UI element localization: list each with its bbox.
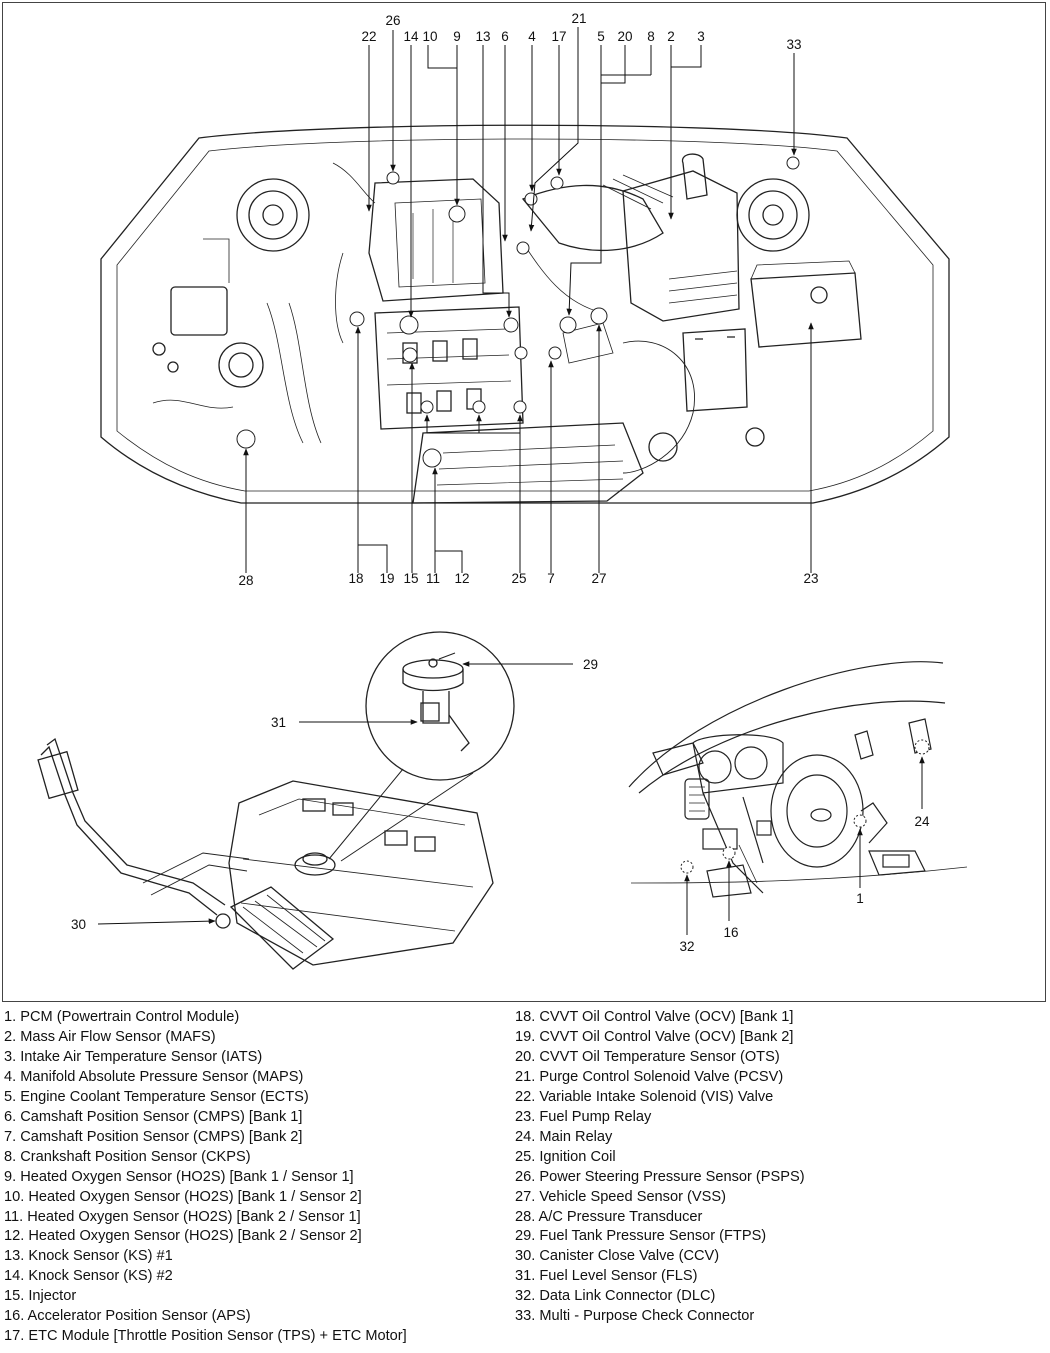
fuel-tank-illustration	[37, 631, 515, 970]
legend-item: 4. Manifold Absolute Pressure Sensor (MA…	[4, 1068, 304, 1085]
callout-25: 25	[511, 571, 526, 586]
callout-11: 11	[426, 571, 440, 586]
engine-location-markers	[236, 156, 800, 468]
legend-item: 21. Purge Control Solenoid Valve (PCSV)	[515, 1068, 784, 1085]
legend-item: 29. Fuel Tank Pressure Sensor (FTPS)	[515, 1228, 767, 1245]
legend-item: 28. A/C Pressure Transducer	[515, 1208, 703, 1225]
engine-callouts-top: 26 22 14 10 9 13 6 4 17 21 5 20 8 2 3 33	[361, 11, 801, 52]
cabin-leader-lines	[684, 756, 925, 935]
legend-item: 11. Heated Oxygen Sensor (HO2S) [Bank 2 …	[4, 1208, 361, 1225]
legend-item: 17. ETC Module [Throttle Position Sensor…	[4, 1328, 407, 1345]
callout-32: 32	[679, 939, 694, 954]
legend-item: 9. Heated Oxygen Sensor (HO2S) [Bank 1 /…	[4, 1168, 354, 1185]
diagram-svg: 26 22 14 10 9 13 6 4 17 21 5 20 8 2 3 33…	[37, 11, 968, 970]
callout-27: 27	[591, 571, 606, 586]
component-legend: 1. PCM (Powertrain Control Module) 2. Ma…	[4, 1008, 1044, 1348]
callout-21: 21	[571, 11, 586, 26]
callout-22: 22	[361, 29, 376, 44]
callout-23: 23	[803, 571, 818, 586]
legend-column-left: 1. PCM (Powertrain Control Module) 2. Ma…	[4, 1008, 504, 1347]
callout-10: 10	[422, 29, 437, 44]
legend-item: 20. CVVT Oil Temperature Sensor (OTS)	[515, 1048, 780, 1065]
callout-20: 20	[617, 29, 632, 44]
legend-item: 16. Accelerator Position Sensor (APS)	[4, 1308, 251, 1325]
callout-8: 8	[647, 29, 655, 44]
legend-item: 26. Power Steering Pressure Sensor (PSPS…	[515, 1168, 805, 1185]
callout-16: 16	[723, 925, 738, 940]
callout-28: 28	[238, 573, 253, 588]
legend-item: 6. Camshaft Position Sensor (CMPS) [Bank…	[4, 1108, 303, 1125]
callout-24: 24	[914, 814, 930, 829]
legend-item: 27. Vehicle Speed Sensor (VSS)	[515, 1188, 726, 1205]
callout-14: 14	[403, 29, 419, 44]
legend-item: 5. Engine Coolant Temperature Sensor (EC…	[4, 1088, 309, 1105]
component-location-figure: 26 22 14 10 9 13 6 4 17 21 5 20 8 2 3 33…	[2, 2, 1046, 1002]
cabin-callouts: 24 1 16 32	[679, 814, 930, 954]
legend-item: 30. Canister Close Valve (CCV)	[515, 1248, 720, 1265]
callout-13: 13	[475, 29, 490, 44]
legend-item: 8. Crankshaft Position Sensor (CKPS)	[4, 1148, 251, 1165]
callout-2: 2	[667, 29, 675, 44]
legend-item: 18. CVVT Oil Control Valve (OCV) [Bank 1…	[515, 1009, 794, 1025]
legend-item: 7. Camshaft Position Sensor (CMPS) [Bank…	[4, 1128, 303, 1145]
legend-item: 2. Mass Air Flow Sensor (MAFS)	[4, 1028, 216, 1045]
callout-1: 1	[856, 891, 864, 906]
legend-item: 24. Main Relay	[515, 1128, 613, 1145]
callout-12: 12	[454, 571, 469, 586]
legend-item: 15. Injector	[4, 1288, 77, 1305]
cabin-location-markers	[680, 739, 930, 874]
legend-item: 31. Fuel Level Sensor (FLS)	[515, 1268, 698, 1285]
legend-item: 13. Knock Sensor (KS) #1	[4, 1248, 173, 1265]
legend-item: 22. Variable Intake Solenoid (VIS) Valve	[515, 1088, 774, 1105]
callout-18: 18	[348, 571, 363, 586]
legend-item: 23. Fuel Pump Relay	[515, 1108, 652, 1125]
legend-item: 32. Data Link Connector (DLC)	[515, 1288, 716, 1305]
legend-item: 12. Heated Oxygen Sensor (HO2S) [Bank 2 …	[4, 1228, 362, 1245]
engine-callouts-bottom: 28 18 19 15 11 12 25 7 27 23	[238, 571, 818, 588]
legend-item: 25. Ignition Coil	[515, 1148, 616, 1165]
callout-17: 17	[551, 29, 566, 44]
callout-19: 19	[379, 571, 394, 586]
callout-9: 9	[453, 29, 461, 44]
callout-31: 31	[271, 715, 286, 730]
legend-item: 10. Heated Oxygen Sensor (HO2S) [Bank 1 …	[4, 1188, 362, 1205]
legend-item: 1. PCM (Powertrain Control Module)	[4, 1009, 240, 1025]
callout-29: 29	[583, 657, 598, 672]
callout-26: 26	[385, 13, 400, 28]
legend-item: 3. Intake Air Temperature Sensor (IATS)	[4, 1048, 263, 1065]
fuel-callouts: 29 31 30	[71, 657, 598, 932]
callout-7: 7	[547, 571, 555, 586]
callout-33: 33	[786, 37, 801, 52]
engine-leader-lines	[243, 27, 814, 573]
callout-5: 5	[597, 29, 605, 44]
engine-bay-illustration	[100, 124, 950, 504]
callout-30: 30	[71, 917, 86, 932]
fuel-leader-lines	[97, 661, 573, 925]
legend-item: 19. CVVT Oil Control Valve (OCV) [Bank 2…	[515, 1028, 794, 1045]
legend-item: 14. Knock Sensor (KS) #2	[4, 1268, 173, 1285]
legend-item: 33. Multi - Purpose Check Connector	[515, 1308, 755, 1325]
callout-6: 6	[501, 29, 509, 44]
dashboard-illustration	[628, 661, 968, 898]
callout-4: 4	[528, 29, 536, 44]
legend-column-right: 18. CVVT Oil Control Valve (OCV) [Bank 1…	[515, 1008, 1040, 1327]
callout-3: 3	[697, 29, 705, 44]
callout-15: 15	[403, 571, 418, 586]
